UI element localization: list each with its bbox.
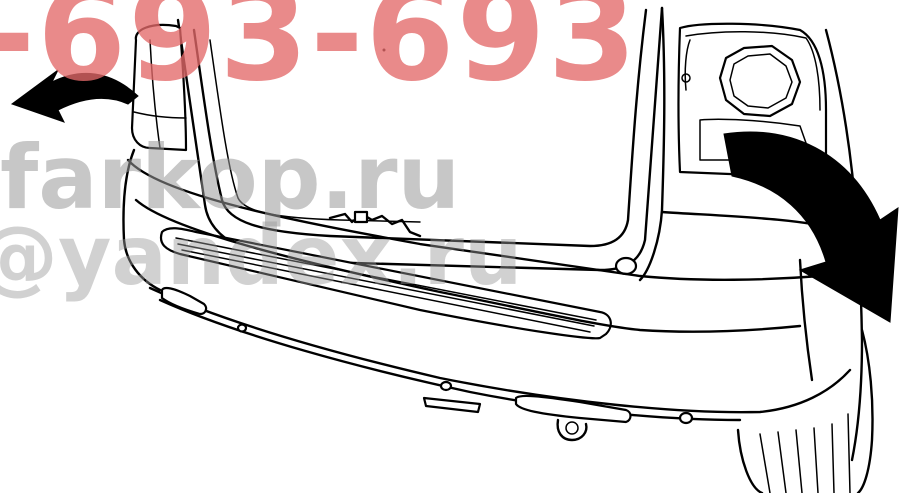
hitch-cover-plate [422,396,482,414]
step-pad-rib-3 [181,249,591,333]
parking-sensor-center [439,380,453,392]
liftgate-opening-inner [192,8,648,248]
right-lower-lamp [699,118,813,161]
tire-tread-3 [795,429,803,493]
right-corner-bumper-cap [614,256,638,276]
left-curved-arrow-icon [10,69,139,123]
tow-hook-eye [565,421,579,435]
left-tail-light [130,23,188,152]
tire-tread-4 [813,427,819,493]
latch-striker [328,212,422,238]
parking-sensor-right [678,411,694,425]
bumper-lower-edge [148,286,852,414]
right-tail-lamp-octagon [718,44,802,118]
right-panel-detail [684,39,691,91]
tire-tread-5 [831,423,835,493]
wheel-arch-line [798,258,814,382]
tire-tread-6 [847,413,851,493]
tire-tread-2 [777,431,787,493]
right-tail-light-inner-rim [685,31,821,111]
bumper-step-pad [159,227,612,340]
stray-dot [382,48,386,52]
bumper-top-edge [126,158,822,281]
weather-seal-line [209,39,421,223]
liftgate-opening-outer [176,6,664,272]
tow-hook [556,418,588,442]
latch-tab [353,210,369,224]
right-quarter-panel [638,6,666,282]
right-curved-arrow-icon [723,131,899,323]
left-tail-light-divider [133,111,187,119]
left-tail-light-seam [149,39,161,149]
right-panel-bolt [681,73,691,83]
parking-sensor-left [236,323,248,333]
right-tail-lamp-inner [729,53,793,109]
right-bumper-reflector [514,394,632,424]
step-pad-rib-2 [177,243,595,327]
bumper-face-upper [134,198,802,333]
left-bumper-reflector [160,286,208,316]
tire-tread-1 [759,433,771,493]
left-body-edge [122,148,162,292]
rear-tire [736,328,874,493]
